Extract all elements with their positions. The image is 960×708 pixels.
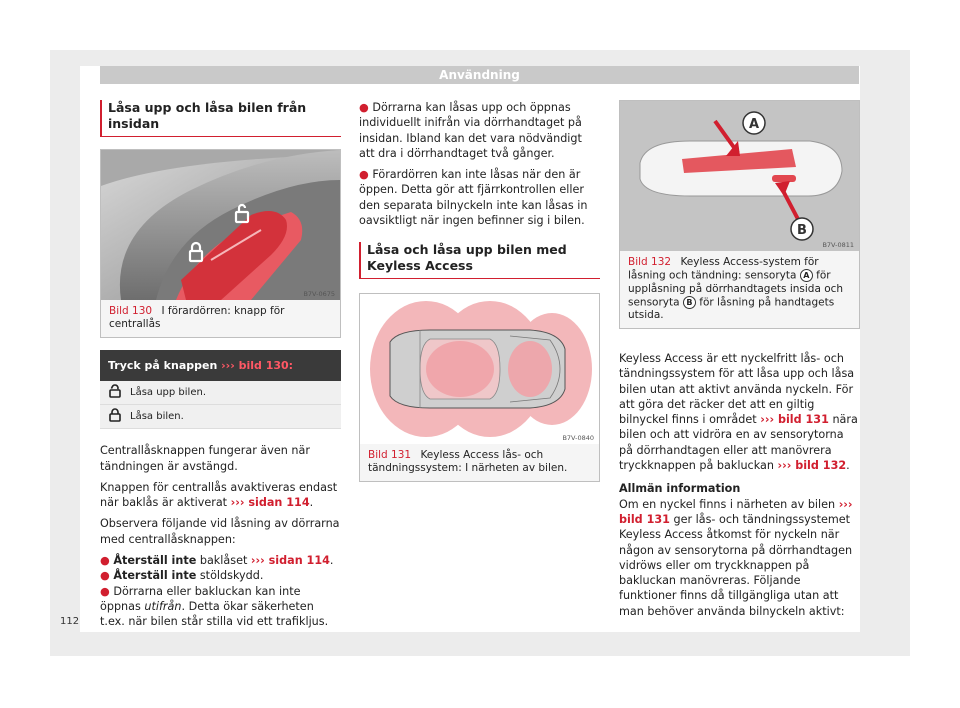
bullet-text: Förardörren kan inte låsas när den är öp… — [359, 168, 588, 228]
door-button-image: B7V-0675 — [101, 150, 340, 300]
bullet-text: Dörrarna kan låsas upp och öppnas indivi… — [359, 101, 582, 160]
table-row-text: Låsa upp bilen. — [130, 387, 207, 399]
figure-ref-link[interactable]: ››› bild 131 — [619, 497, 853, 526]
callout-b: B — [797, 223, 807, 238]
figure-caption-text: Keyless Access lås- och tändnings­system… — [368, 449, 568, 475]
section-title-unlock-inside: Låsa upp och låsa bilen från insidan — [100, 100, 341, 137]
label-b-badge: B — [682, 295, 696, 309]
table-row: Låsa bilen. — [100, 405, 341, 430]
bullet-bold: Återställ inte — [113, 569, 197, 583]
door-panel-illustration: B7V-0675 — [101, 150, 340, 300]
paragraph: Observera följande vid låsning av dörrar… — [100, 517, 340, 546]
column-left: Låsa upp och låsa bilen från insidan — [100, 100, 341, 630]
callout-a: A — [749, 117, 759, 132]
bullet-item: ● Förardörren kan inte låsas när den är … — [359, 168, 588, 228]
bullet-item: ● Dörrarna eller bakluckan kan inte öppn… — [100, 584, 329, 629]
figure-ref-link[interactable]: ››› bild 132 — [777, 459, 847, 473]
figure-caption-text: för låsning på handtagets utsida. — [628, 296, 835, 321]
bullet-text: Dörrarna eller bakluckan kan inte öppnas — [100, 584, 301, 613]
bullet-italic: utifrån — [144, 599, 182, 613]
figure-caption-text: I förardörren: knapp för centrallås — [109, 305, 285, 330]
page-ref-link[interactable]: ››› sidan 114 — [250, 554, 330, 568]
table-header: Tryck på knappen ››› bild 130: — [100, 350, 341, 382]
figure-caption-text: för upplåsning på dörrhandtagets insida … — [628, 269, 844, 309]
figure-132: A B B7V-0811 Bild 132 Keyless Access-sys… — [619, 100, 860, 329]
paragraph: Keyless Access är ett nyckelfritt lås- o… — [619, 351, 860, 473]
header-title: Användning — [439, 68, 520, 82]
figure-ref-link[interactable]: ››› bild 131 — [760, 413, 829, 427]
button-table: Tryck på knappen ››› bild 130: Låsa upp … — [100, 350, 341, 430]
door-handle-illustration: A B B7V-0811 — [620, 101, 859, 251]
figure-number: Bild 131 — [368, 449, 412, 462]
figure-130: B7V-0675 Bild 130 I förardörren: knapp f… — [100, 149, 341, 338]
bullet-text-end: . Detta ökar säkerheten t.ex. när bilen … — [100, 599, 329, 629]
table-row: Låsa upp bilen. — [100, 381, 341, 406]
paragraph: Centrallåsknappen fungerar även när tänd… — [100, 444, 310, 473]
paragraph: Knappen för centrallås avaktiveras endas… — [100, 480, 341, 511]
bullet-end: . — [329, 554, 334, 568]
column-right: A B B7V-0811 Bild 132 Keyless Access-sys… — [619, 100, 860, 625]
figure-caption: Bild 130 I förardörren: knapp för centra… — [101, 300, 340, 337]
bullet-text: stöldskydd. — [196, 569, 264, 583]
bullet-item: ● Återställ inte baklåset ››› sidan 114. — [100, 554, 334, 568]
locked-padlock-icon — [100, 407, 130, 426]
figure-code: B7V-0675 — [303, 290, 335, 298]
paragraph-end: . — [846, 459, 850, 473]
paragraph-text: nära bilen och att vidröra en av sensory… — [619, 413, 858, 473]
subheading: Allmän information — [619, 482, 741, 496]
table-row-text: Låsa bilen. — [130, 411, 184, 423]
keyless-range-image: B7V-0840 — [360, 294, 599, 445]
page-number: 112 — [60, 616, 80, 627]
figure-number: Bild 132 — [628, 256, 672, 268]
paragraph-text: Knappen för centrallås avaktiveras endas… — [100, 480, 338, 510]
column-middle: ● Dörrarna kan låsas upp och öppnas indi… — [359, 100, 600, 483]
figure-code: B7V-0840 — [562, 434, 594, 442]
unlocked-padlock-icon — [100, 383, 130, 402]
table-header-text: Tryck på knappen — [108, 359, 218, 372]
figure-caption-text: Keyless Access-system för låsning och tä… — [628, 256, 819, 282]
paragraph-text: ger lås- och tändningssystemet Keyless A… — [619, 512, 853, 618]
bullet-bold: Återställ inte — [113, 554, 197, 568]
label-a-badge: A — [799, 269, 813, 282]
section-title-keyless: Låsa och låsa upp bilen med Keyless Acce… — [359, 242, 600, 280]
car-range-illustration: B7V-0840 — [360, 294, 599, 445]
paragraph-text: Om en nyckel finns i närheten av bilen — [619, 497, 836, 511]
figure-caption: Bild 131 Keyless Access lås- och tändnin… — [360, 444, 599, 482]
figure-131: B7V-0840 Bild 131 Keyless Access lås- oc… — [359, 293, 600, 483]
page-ref-link[interactable]: ››› sidan 114 — [230, 496, 310, 510]
paragraph-end: . — [309, 496, 314, 510]
table-header-colon: : — [288, 359, 294, 372]
header-bar: Användning — [100, 66, 859, 84]
figure-caption: Bild 132 Keyless Access-system för låsni… — [620, 251, 859, 328]
bullet-item: ● Dörrarna kan låsas upp och öppnas indi… — [359, 101, 582, 160]
table-header-ref[interactable]: ››› bild 130 — [221, 359, 289, 372]
figure-number: Bild 130 — [109, 305, 153, 317]
paragraph: Om en nyckel finns i närheten av bilen ›… — [619, 497, 860, 619]
door-handle-image: A B B7V-0811 — [620, 101, 859, 251]
paragraph-text: Keyless Access är ett nyckelfritt lås- o… — [619, 352, 855, 427]
figure-code: B7V-0811 — [822, 241, 854, 249]
bullet-item: ● Återställ inte stöldskydd. — [100, 569, 264, 583]
bullet-text: baklåset — [196, 554, 248, 568]
